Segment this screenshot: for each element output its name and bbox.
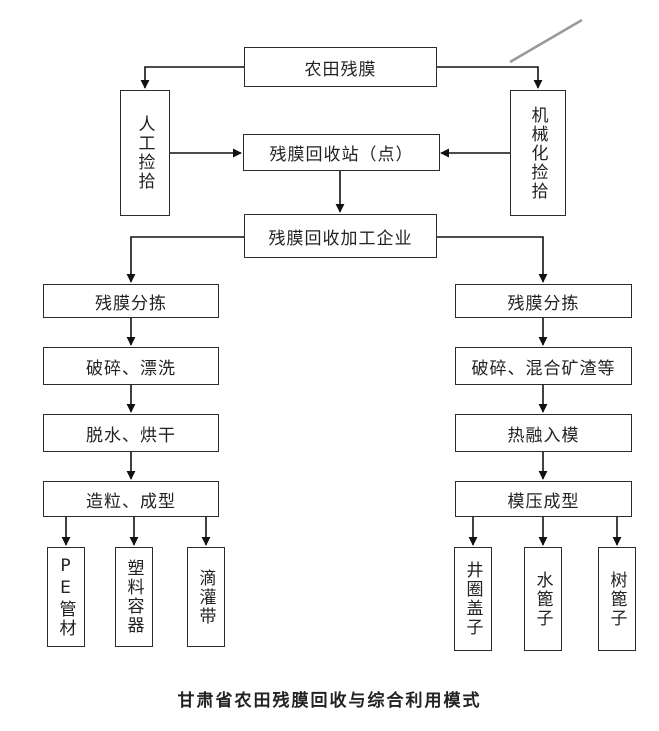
node-left-sorting: 残膜分拣	[43, 284, 219, 318]
node-right-crush-mix: 破碎、混合矿渣等	[455, 347, 632, 385]
node-right-mold-press: 模压成型	[455, 481, 632, 517]
node-right-sorting: 残膜分拣	[455, 284, 632, 318]
node-recycling-station: 残膜回收站（点）	[243, 134, 440, 171]
node-plastic-container: 塑料容器	[115, 547, 153, 647]
node-processing-enterprise: 残膜回收加工企业	[244, 214, 437, 258]
node-left-pelletize: 造粒、成型	[43, 481, 219, 517]
arrow-enterprise-to-right	[437, 236, 548, 283]
node-manhole-cover: 井圈盖子	[454, 547, 492, 651]
node-drip-tape: 滴灌带	[187, 547, 225, 647]
node-mechanized-picking: 机械化捡拾	[510, 90, 566, 216]
node-pe-pipe: PE管材	[47, 547, 85, 647]
node-farmland-film: 农田残膜	[244, 47, 437, 87]
arrow-top-to-manual	[140, 66, 244, 89]
node-left-crush-wash: 破碎、漂洗	[43, 347, 219, 385]
arrow-enterprise-to-left	[126, 236, 244, 283]
decorative-line	[509, 18, 583, 64]
node-manual-picking: 人工捡拾	[120, 90, 170, 216]
node-water-grate: 水篦子	[524, 547, 562, 651]
figure-caption: 甘肃省农田残膜回收与综合利用模式	[177, 691, 482, 711]
node-right-hot-melt: 热融入模	[455, 414, 632, 452]
arrow-top-to-mech	[437, 66, 543, 89]
node-tree-grate: 树篦子	[598, 547, 636, 651]
node-left-dewater-dry: 脱水、烘干	[43, 414, 219, 452]
